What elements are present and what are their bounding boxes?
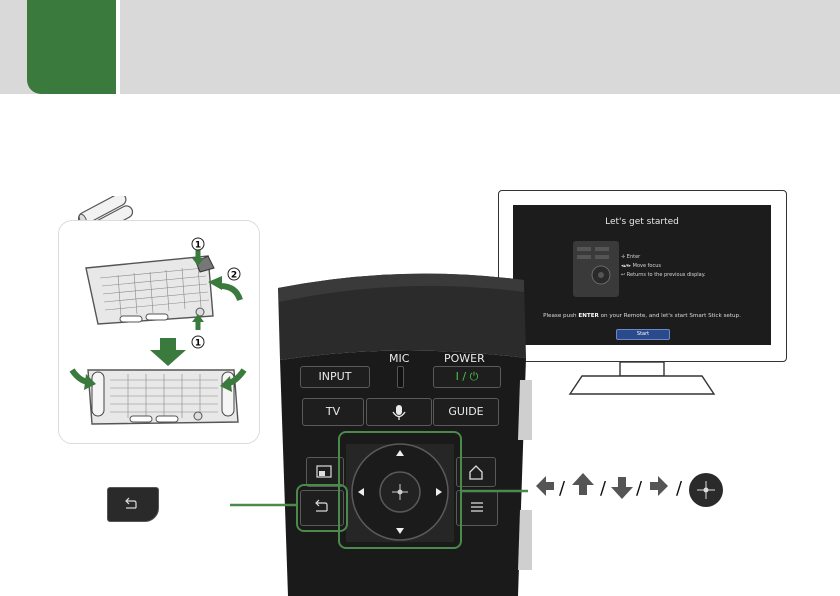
section-tab: [27, 0, 120, 94]
enter-icon: ✛: [621, 254, 625, 260]
separator-2: /: [600, 478, 606, 499]
step-2: 2: [231, 271, 237, 281]
back-icon: ↩: [621, 272, 625, 278]
tv-instruction: Please push ENTER on your Remote, and le…: [513, 313, 771, 319]
enter-button-icon: [688, 472, 724, 508]
tv-stand: [568, 362, 716, 396]
start-button[interactable]: Start: [616, 329, 670, 340]
keyboard-bottom: [88, 370, 238, 424]
separator-3: /: [636, 478, 642, 499]
mic-icon: [397, 366, 404, 388]
back-button-illustration: [107, 487, 159, 522]
battery-illustration: 1 2 1: [58, 220, 258, 442]
dpad-highlight: [338, 431, 462, 549]
header-bar: [0, 0, 840, 94]
guide-button[interactable]: GUIDE: [433, 398, 499, 426]
menu-icon: [457, 491, 497, 525]
step-1-bottom: 1: [195, 339, 201, 349]
home-icon: [457, 458, 495, 486]
tv-screen-title: Let's get started: [513, 217, 771, 227]
legend-enter: ✛ Enter: [621, 253, 706, 262]
separator-1: /: [559, 478, 565, 499]
remote-thumbnail: [573, 241, 619, 297]
mic-label: MIC: [389, 352, 409, 365]
tv-frame: Let's get started ✛ Enter ◂▴▾▸ Move focu…: [498, 190, 787, 362]
menu-button[interactable]: [456, 490, 498, 526]
power-label: POWER: [444, 352, 485, 365]
separator-4: /: [676, 478, 682, 499]
home-button[interactable]: [456, 457, 496, 487]
voice-search-button[interactable]: [366, 398, 432, 426]
arrows-icon: ◂▴▾▸: [621, 263, 631, 269]
down-arrow-icon: [609, 473, 635, 501]
step-1-top: 1: [195, 241, 201, 251]
microphone-icon: [367, 399, 431, 425]
up-arrow-icon: [570, 471, 596, 499]
back-highlight: [296, 484, 348, 532]
left-arrow-icon: [534, 472, 556, 500]
power-button[interactable]: I / ⏻: [433, 366, 501, 388]
legend-back: ↩ Returns to the previous display.: [621, 271, 706, 280]
right-arrow-icon: [648, 472, 670, 500]
legend-move: ◂▴▾▸ Move focus: [621, 262, 706, 271]
tv-legend: ✛ Enter ◂▴▾▸ Move focus ↩ Returns to the…: [621, 253, 706, 280]
back-icon: [108, 488, 158, 521]
input-button[interactable]: INPUT: [300, 366, 370, 388]
tv-screen: Let's get started ✛ Enter ◂▴▾▸ Move focu…: [513, 205, 771, 345]
tv-button[interactable]: TV: [302, 398, 364, 426]
keyboard-top: [86, 256, 214, 324]
